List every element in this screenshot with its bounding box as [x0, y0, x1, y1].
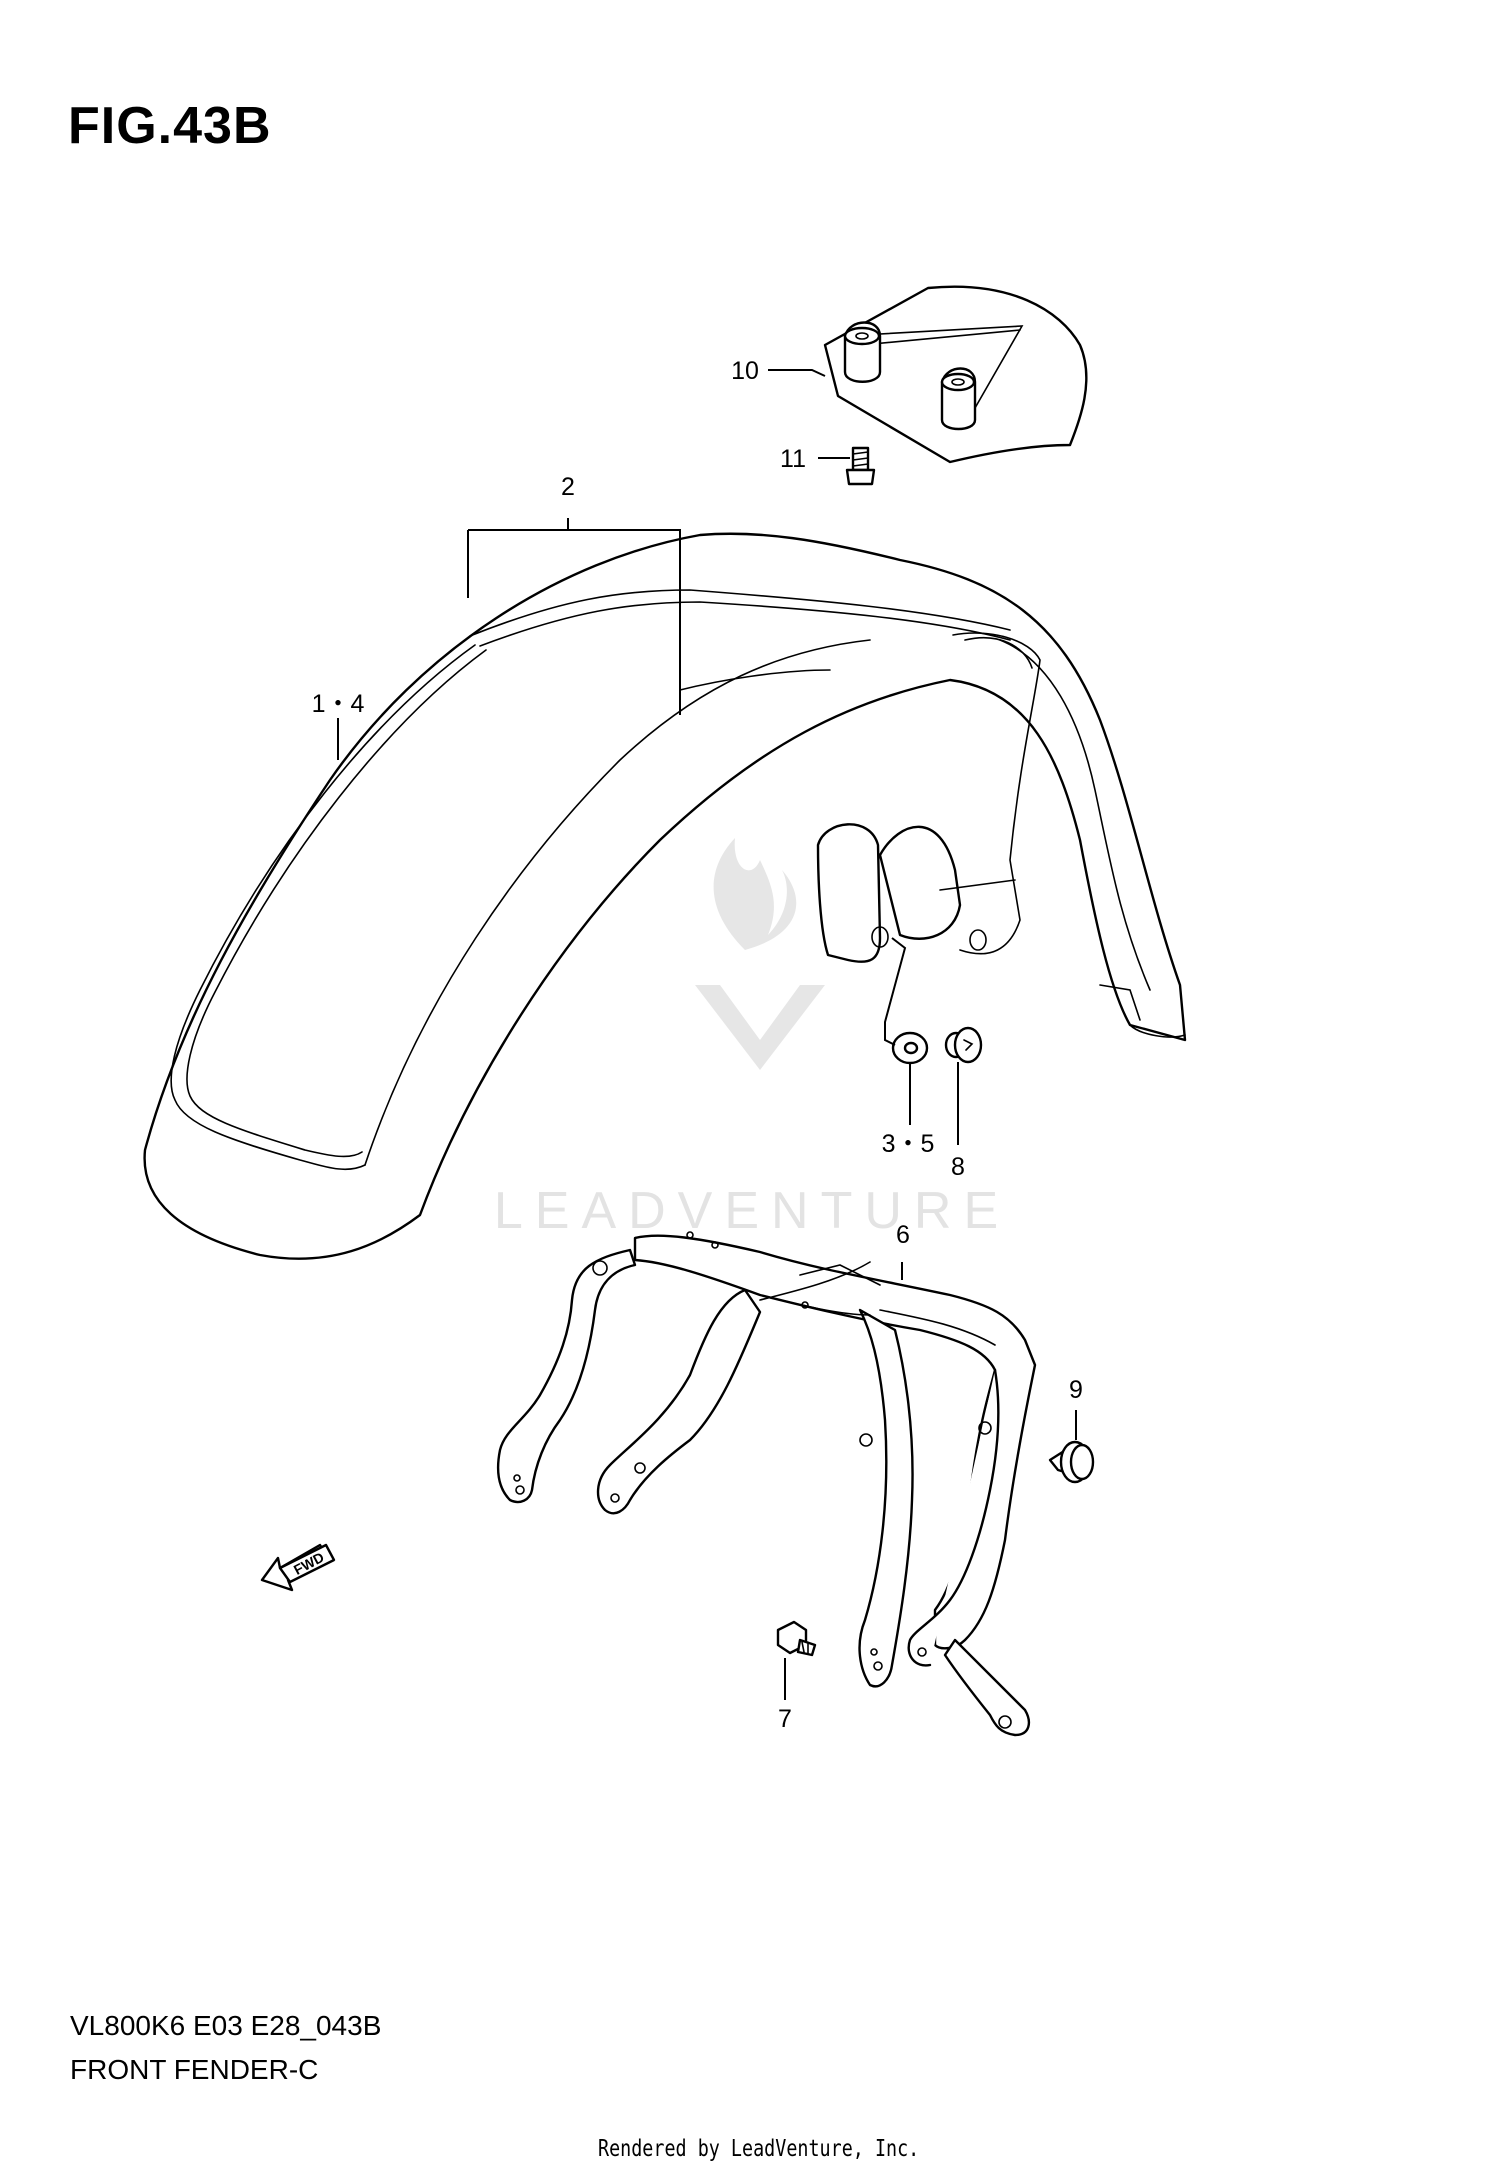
fwd-arrow-icon: FWD — [260, 1543, 336, 1592]
part-7-bolt[interactable] — [776, 1620, 817, 1657]
callout-1-4: 1・4 — [312, 690, 365, 718]
callout-7: 7 — [778, 1705, 792, 1733]
part-3-5-washer[interactable] — [891, 1031, 929, 1065]
section-name: FRONT FENDER-C — [70, 2054, 319, 2085]
callout-9: 9 — [1069, 1376, 1083, 1404]
callout-8: 8 — [951, 1153, 965, 1181]
leadventure-watermark: LEADVENTURE — [494, 838, 1010, 1240]
part-9-clip[interactable] — [1048, 1440, 1095, 1484]
part-11-bolt[interactable] — [845, 446, 876, 486]
figure-title: FIG.43B — [68, 97, 272, 155]
callout-2: 2 — [561, 473, 575, 501]
callout-6: 6 — [896, 1221, 910, 1249]
part-1-4-front-fender[interactable] — [143, 532, 1187, 1260]
callout-leaders — [337, 369, 1077, 1700]
part-6-fender-brace[interactable] — [496, 1231, 1037, 1737]
callout-10: 10 — [731, 357, 759, 385]
callout-11: 11 — [780, 445, 806, 473]
callout-3-5: 3・5 — [882, 1130, 935, 1158]
leader-3-5-path — [884, 937, 907, 1046]
part-10-bracket[interactable] — [823, 285, 1088, 464]
part-8-grommet[interactable] — [944, 1026, 983, 1064]
watermark-text: LEADVENTURE — [494, 1182, 1010, 1240]
rendered-by-credit: Rendered by LeadVenture, Inc. — [598, 2136, 920, 2162]
model-code: VL800K6 E03 E28_043B — [70, 2010, 382, 2041]
